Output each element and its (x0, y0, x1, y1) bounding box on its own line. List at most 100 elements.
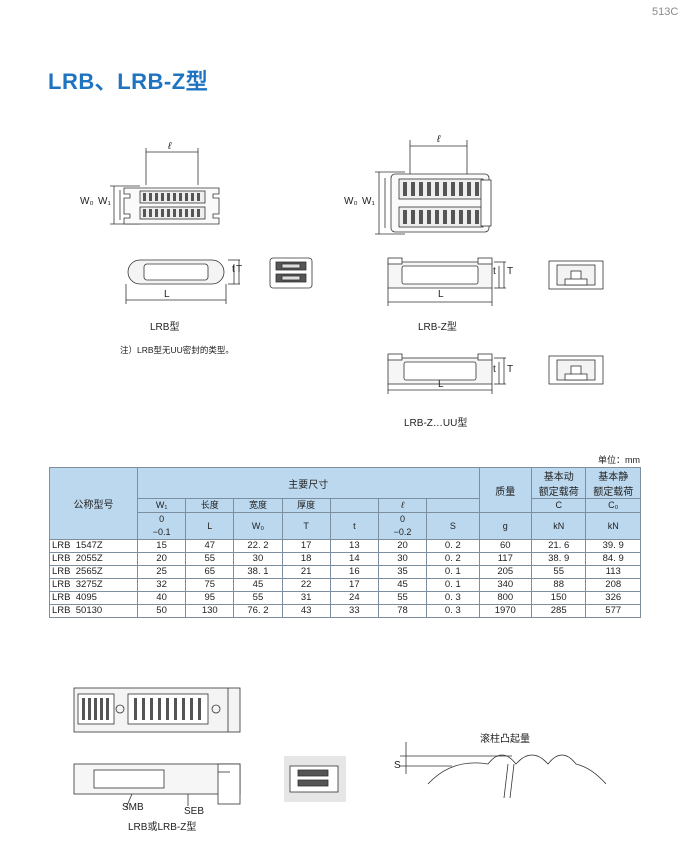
value-cell: 30 (377, 552, 428, 566)
value-cell: 20 (377, 539, 428, 553)
value-cell: 340 (478, 578, 532, 592)
sub-stat-unit: kN (585, 512, 641, 540)
w1-label-z: W₁ (362, 196, 375, 207)
value-cell: 16 (329, 565, 379, 579)
sub-mass-unit: g (478, 512, 532, 540)
value-cell: 32 (136, 578, 187, 592)
sub-thickness: 厚度 (281, 498, 331, 513)
value-cell: 65 (185, 565, 235, 579)
value-cell: 31 (281, 591, 331, 605)
value-cell: 30 (233, 552, 283, 566)
sub-thickness-sym: T (281, 512, 331, 540)
sub-s-sym: S (426, 512, 480, 540)
value-cell: 24 (329, 591, 379, 605)
lrbzuu-side-view (387, 353, 506, 394)
L-label: L (164, 289, 170, 300)
value-cell: 55 (530, 565, 587, 579)
value-cell: 95 (185, 591, 235, 605)
header-model: 公称型号 (49, 467, 138, 540)
value-cell: 45 (377, 578, 428, 592)
sub-s (426, 498, 480, 513)
value-cell: 22 (281, 578, 331, 592)
value-cell: 55 (233, 591, 283, 605)
unit-label: 单位：mm (598, 455, 640, 465)
sub-w1: W₁ (136, 498, 187, 513)
value-cell: 40 (136, 591, 187, 605)
value-cell: 113 (585, 565, 641, 579)
lrbz-top-view (375, 140, 492, 235)
value-cell: 326 (585, 591, 641, 605)
lrb-top-view (110, 148, 220, 225)
w0-label-z: W₀ (344, 196, 358, 207)
header-stat-load: 基本静额定载荷 (585, 467, 641, 499)
ell-label-z: ℓ (437, 134, 441, 145)
value-cell: 13 (329, 539, 379, 553)
sub-width-sym: W₀ (233, 512, 283, 540)
lrb-end-view (269, 257, 313, 289)
page-number: 513C (652, 6, 679, 18)
sub-t-sym: t (329, 512, 379, 540)
value-cell: 25 (136, 565, 187, 579)
value-cell: 20 (136, 552, 187, 566)
sub-t (329, 498, 379, 513)
sub-length-sym: L (185, 512, 235, 540)
model-cell: LRB 50130 (49, 604, 138, 618)
T-label-zuu: T (507, 364, 514, 375)
model-cell: LRB 2055Z (49, 552, 138, 566)
value-cell: 0. 1 (426, 565, 480, 579)
lrbzuu-end-view (548, 355, 604, 385)
value-cell: 17 (281, 539, 331, 553)
value-cell: 0. 2 (426, 552, 480, 566)
T-label-z: T (507, 266, 514, 277)
s-label: S (394, 760, 401, 771)
value-cell: 22. 2 (233, 539, 283, 553)
value-cell: 14 (329, 552, 379, 566)
lrbz-caption: LRB-Z型 (418, 322, 457, 333)
value-cell: 205 (478, 565, 532, 579)
value-cell: 60 (478, 539, 532, 553)
value-cell: 21 (281, 565, 331, 579)
w0-label: W₀ (80, 196, 94, 207)
value-cell: 0. 2 (426, 539, 480, 553)
w1-label: W₁ (98, 196, 111, 207)
mounting-diagram (73, 687, 241, 809)
sub-length: 长度 (185, 498, 235, 513)
value-cell: 800 (478, 591, 532, 605)
value-cell: 47 (185, 539, 235, 553)
T-label: T (236, 264, 243, 275)
lrb-caption: LRB型 (150, 322, 180, 333)
value-cell: 39. 9 (585, 539, 641, 553)
L-label-zuu: L (438, 379, 444, 390)
value-cell: 15 (136, 539, 187, 553)
value-cell: 21. 6 (530, 539, 587, 553)
lrbz-end-view (548, 260, 604, 290)
value-cell: 35 (377, 565, 428, 579)
model-cell: LRB 1547Z (49, 539, 138, 553)
t-label-zuu: t (493, 364, 496, 375)
value-cell: 130 (185, 604, 235, 618)
sub-dyn-c: C (530, 498, 587, 513)
value-cell: 45 (233, 578, 283, 592)
sub-ell: ℓ (377, 498, 428, 513)
value-cell: 18 (281, 552, 331, 566)
value-cell: 50 (136, 604, 187, 618)
header-dyn-load: 基本动额定载荷 (530, 467, 587, 499)
value-cell: 0. 1 (426, 578, 480, 592)
value-cell: 577 (585, 604, 641, 618)
value-cell: 43 (281, 604, 331, 618)
value-cell: 38. 9 (530, 552, 587, 566)
sub-stat-c0: C₀ (585, 498, 641, 513)
bottom-caption: LRB或LRB-Z型 (128, 822, 197, 833)
value-cell: 285 (530, 604, 587, 618)
roller-protrusion-label: 滚柱凸起量 (480, 734, 530, 745)
value-cell: 0. 3 (426, 604, 480, 618)
page-title: LRB、LRB-Z型 (48, 69, 209, 94)
header-mass: 质量 (478, 467, 532, 513)
sub-width: 宽度 (233, 498, 283, 513)
sub-w1-tol: 0−0.1 (136, 512, 187, 540)
value-cell: 17 (329, 578, 379, 592)
